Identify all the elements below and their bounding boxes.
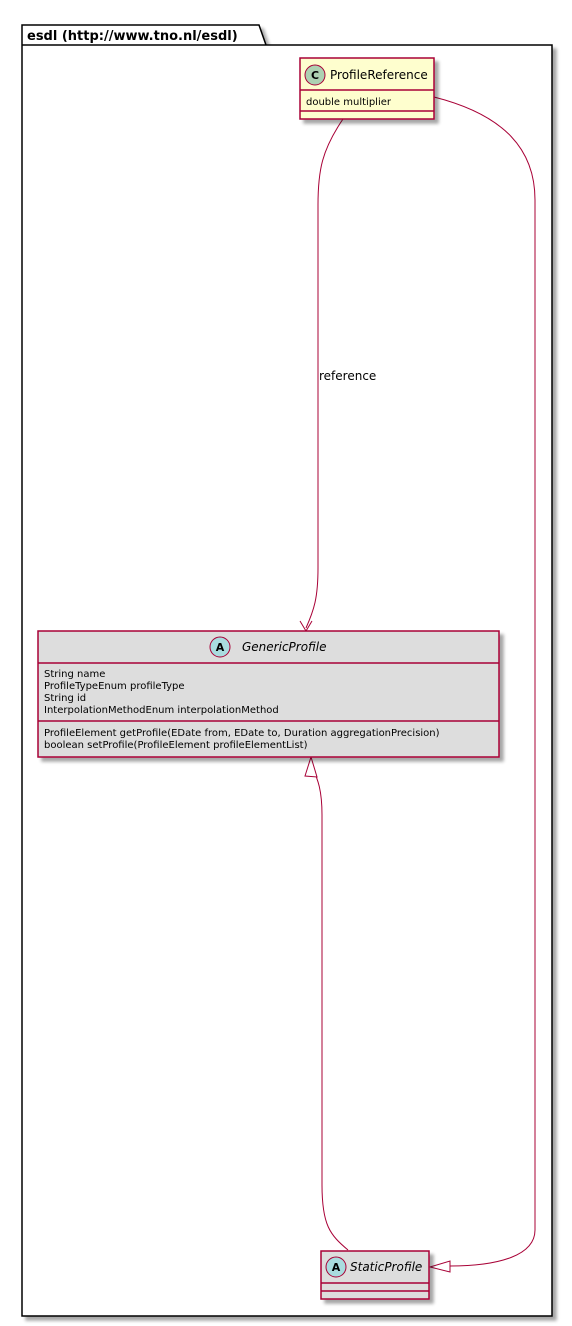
class-box xyxy=(37,630,500,758)
relations: reference xyxy=(299,96,536,1273)
class-stereotype-letter: A xyxy=(216,641,225,654)
package-title: esdl (http://www.tno.nl/esdl) xyxy=(27,29,238,44)
association-reference-label: reference xyxy=(319,369,376,383)
class-stereotype-letter: C xyxy=(311,69,319,82)
class-box xyxy=(299,57,435,120)
class-stereotype-letter: A xyxy=(332,1261,341,1274)
class-method: boolean setProfile(ProfileElement profil… xyxy=(44,740,308,751)
association-reference-line xyxy=(305,118,344,629)
generalization-static-reference-line xyxy=(433,96,536,1267)
class-attribute: ProfileTypeEnum profileType xyxy=(44,681,185,692)
class-generic-profile: A GenericProfile String name ProfileType… xyxy=(37,630,500,758)
generalization-static-generic-arrowhead xyxy=(304,755,318,778)
class-name: ProfileReference xyxy=(330,68,428,82)
generalization-static-reference-arrowhead xyxy=(428,1260,451,1273)
class-attribute: double multiplier xyxy=(306,97,392,108)
class-method: ProfileElement getProfile(EDate from, ED… xyxy=(44,728,440,739)
class-stereotype-icon xyxy=(209,636,231,658)
class-stereotype-icon xyxy=(304,64,326,86)
class-profile-reference: C ProfileReference double multiplier xyxy=(299,57,435,120)
class-name: StaticProfile xyxy=(350,1260,422,1274)
class-attribute: String id xyxy=(44,693,86,704)
class-name: GenericProfile xyxy=(242,640,327,654)
class-attribute: InterpolationMethodEnum interpolationMet… xyxy=(44,705,279,716)
generalization-static-generic-line xyxy=(311,765,349,1251)
class-static-profile: A StaticProfile xyxy=(320,1250,430,1300)
class-attribute: String name xyxy=(44,669,105,680)
class-stereotype-icon xyxy=(325,1256,347,1278)
